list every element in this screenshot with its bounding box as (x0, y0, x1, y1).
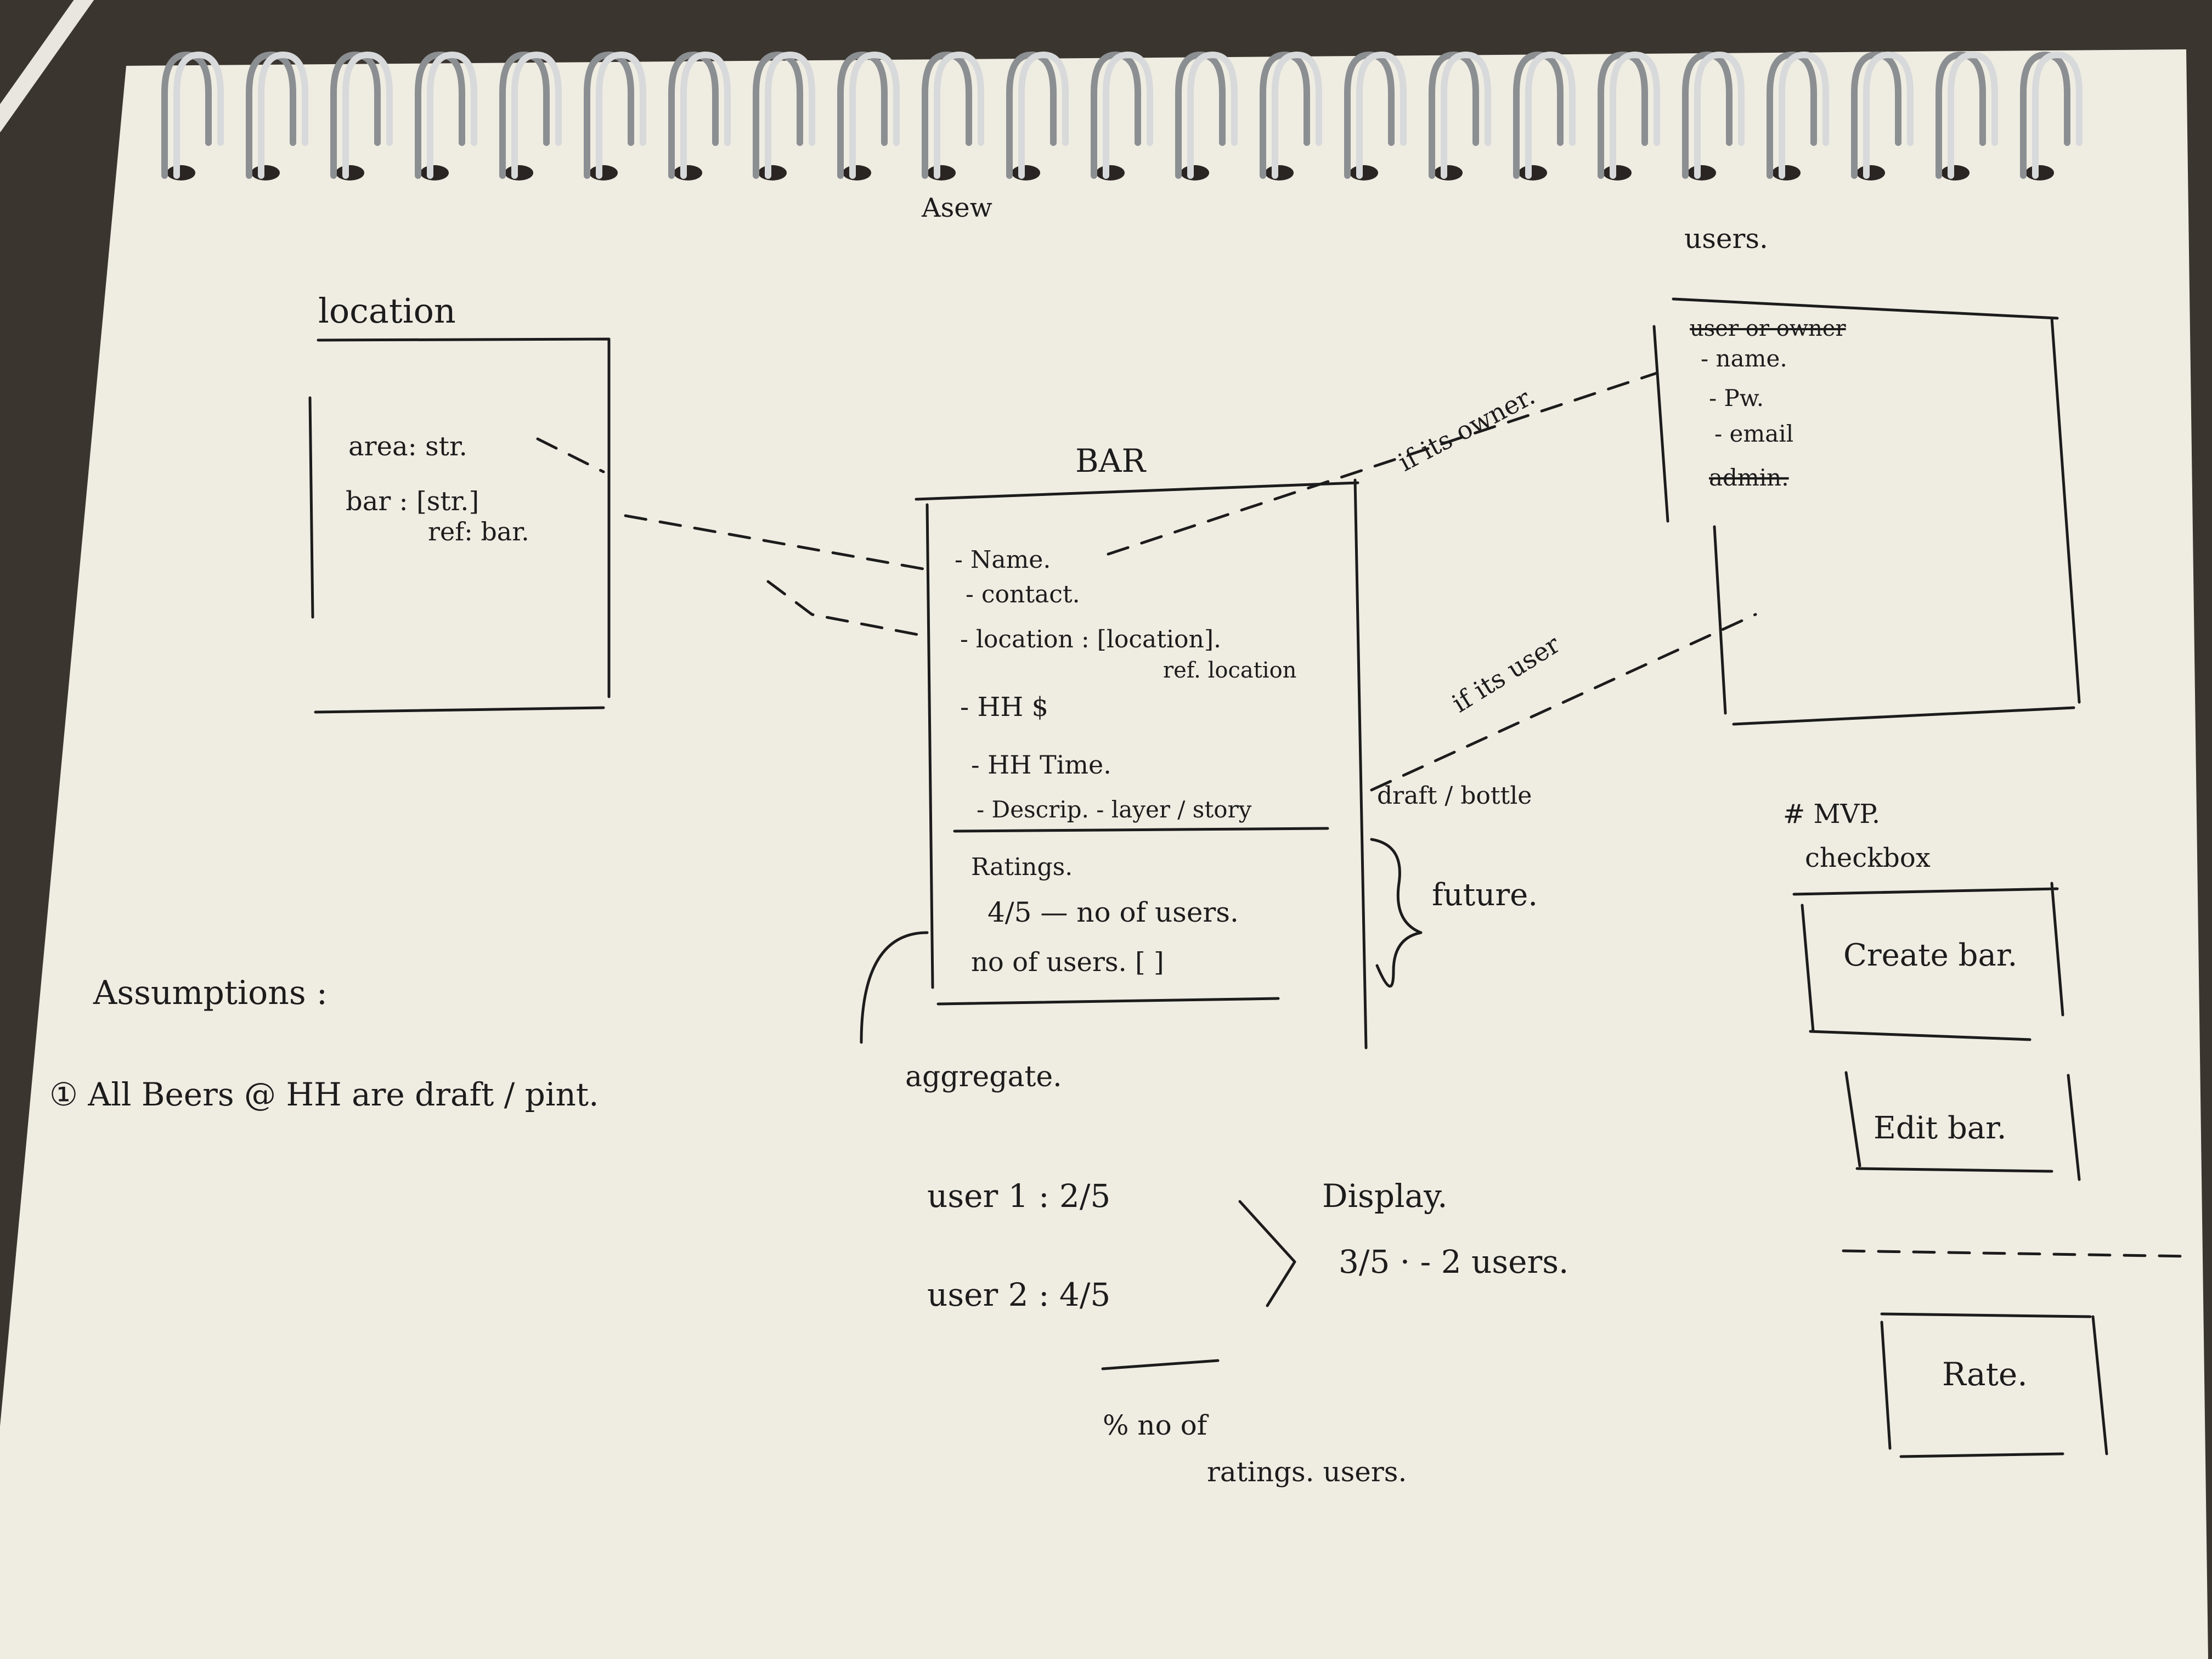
edit-bar-box (1844, 1071, 2081, 1181)
header-scribble: Asew (921, 193, 992, 223)
aggregate-block: aggregate. user 1 : 2/5 user 2 : 4/5 Dis… (905, 1060, 1568, 1488)
bar-rating-average: 4/5 — no of users. (988, 896, 1239, 928)
spiral-ring (1260, 51, 1322, 180)
mvp-subtitle: checkbox (1805, 843, 1931, 873)
users-entity: users. user or owner - name. - Pw. - ema… (1652, 223, 2081, 726)
location-bar-link (624, 514, 934, 572)
users-field-admin: admin. (1709, 464, 1789, 491)
paper-page (0, 49, 2208, 1659)
aggregate-display-label: Display. (1322, 1177, 1448, 1215)
spiral-ring (161, 51, 224, 180)
aggregate-row-1: user 1 : 2/5 (927, 1177, 1110, 1215)
spiral-ring (1598, 51, 1660, 180)
user-link (1370, 613, 1757, 792)
bar-field-location-ref: ref. location (1163, 658, 1296, 683)
bar-location-link (766, 580, 929, 638)
assumptions-title: Assumptions : (93, 974, 328, 1012)
spiral-ring (1006, 51, 1069, 180)
spiral-ring (837, 51, 900, 180)
aggregate-title: aggregate. (905, 1060, 1062, 1093)
users-field-role: user or owner (1690, 316, 1846, 341)
draft-bottle-label: draft / bottle (1377, 782, 1532, 810)
spiral-ring (499, 51, 562, 180)
aggregate-result: 3/5 · - 2 users. (1339, 1243, 1568, 1280)
bar-field-location: - location : [location]. (960, 625, 1221, 653)
spiral-ring (1851, 51, 1914, 180)
bar-rating-count: no of users. [ ] (971, 947, 1164, 978)
future-brace (1370, 838, 1423, 988)
mvp-title: # MVP. (1783, 799, 1880, 830)
assumption-item: ① All Beers @ HH are draft / pint. (49, 1076, 599, 1113)
mvp-divider (1842, 1249, 2191, 1258)
location-field-area: area: str. (348, 431, 467, 462)
bar-title: BAR (1075, 442, 1147, 479)
spiral-ring (415, 51, 477, 180)
spiral-ring (246, 51, 308, 180)
aggregate-note-1: % no of (1103, 1409, 1209, 1441)
relation-lines (536, 371, 2191, 1258)
spiral-ring (1175, 51, 1238, 180)
owner-link (1107, 371, 1658, 556)
users-field-password: - Pw. (1709, 385, 1764, 411)
bar-field-contact: - contact. (966, 580, 1080, 608)
assumptions-block: Assumptions : ① All Beers @ HH are draft… (49, 974, 599, 1113)
spiral-ring (753, 51, 815, 180)
edit-bar-button[interactable]: Edit bar. (1874, 1110, 2007, 1146)
spiral-ring (1513, 51, 1576, 180)
bar-field-description: - Descrip. - layer / story (977, 796, 1252, 823)
create-bar-box (1792, 882, 2064, 1041)
bar-field-hh-price: - HH $ (960, 692, 1048, 723)
spiral-binding (161, 51, 2083, 180)
spiral-ring (2020, 51, 2083, 180)
spiral-ring (330, 51, 393, 180)
location-entity: location area: str. bar : [str.] ref: ba… (308, 291, 611, 714)
bar-field-name: - Name. (955, 546, 1051, 574)
location-title: location (318, 291, 456, 331)
bar-field-hh-time: - HH Time. (971, 750, 1111, 780)
spiral-ring (1767, 51, 1829, 180)
spiral-ring (1429, 51, 1491, 180)
bar-ratings-label: Ratings. (971, 853, 1073, 881)
aggregate-brace (1101, 1200, 1296, 1370)
users-field-name: - name. (1701, 345, 1787, 372)
spiral-ring (922, 51, 984, 180)
aggregate-note-2: ratings. users. (1207, 1456, 1407, 1488)
rate-button[interactable]: Rate. (1942, 1356, 2028, 1393)
spiral-ring (1936, 51, 1998, 180)
aggregate-row-2: user 2 : 4/5 (927, 1276, 1110, 1313)
spiral-ring (584, 51, 646, 180)
create-bar-button[interactable]: Create bar. (1843, 938, 2017, 973)
pencil (0, 0, 94, 133)
future-label: future. (1432, 877, 1538, 913)
spiral-ring (1091, 51, 1153, 180)
rate-box (1880, 1312, 2108, 1458)
location-field-ref: ref: bar. (428, 517, 529, 546)
users-title: users. (1684, 223, 1768, 255)
spiral-ring (668, 51, 731, 180)
spiral-ring (1682, 51, 1745, 180)
area-link (536, 437, 605, 473)
location-field-bar: bar : [str.] (346, 486, 479, 517)
users-field-email: - email (1714, 420, 1793, 447)
spiral-ring (1344, 51, 1407, 180)
mvp-block: # MVP. checkbox Create bar. Edit bar. Ra… (1783, 799, 2108, 1458)
bar-entity: BAR - Name. - contact. - location : [loc… (860, 442, 1368, 1049)
